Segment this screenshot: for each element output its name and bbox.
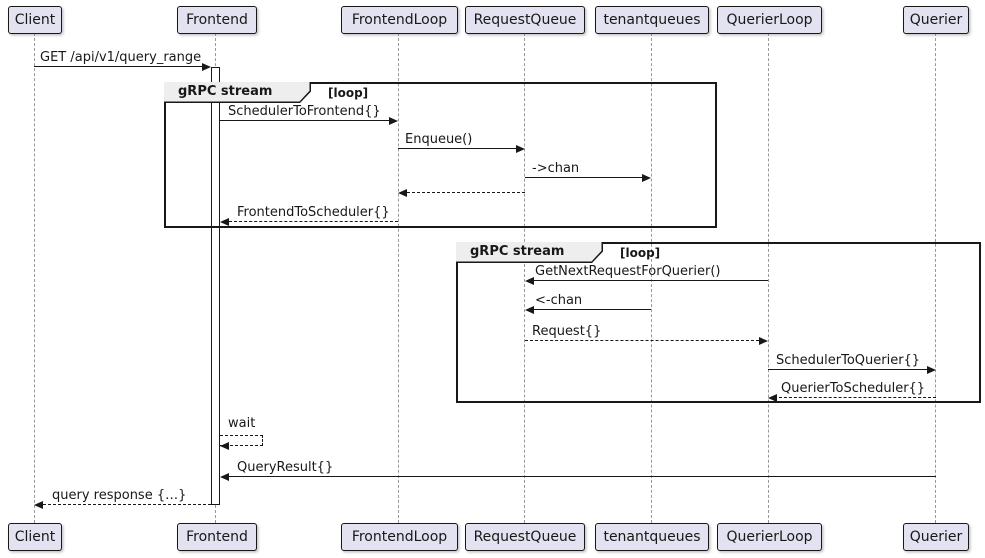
arrowhead-icon: [398, 189, 407, 197]
message-label: wait: [228, 416, 256, 431]
fragment-title: gRPC stream: [470, 244, 565, 260]
fragment-grpc-stream-frontend: gRPC stream [loop]: [164, 82, 717, 228]
fragment-title: gRPC stream: [178, 84, 273, 100]
activation-bar-frontend: [211, 67, 220, 505]
participant-client-bottom: Client: [8, 523, 62, 551]
fragment-header: gRPC stream: [164, 82, 311, 103]
arrowhead-icon: [525, 306, 534, 314]
arrowhead-icon: [927, 366, 936, 374]
arrowhead-icon: [516, 145, 525, 153]
arrowhead-icon: [220, 473, 229, 481]
arrowhead-icon: [220, 442, 229, 450]
participant-tenantqueues-top: tenantqueues: [595, 6, 709, 34]
message-label: GetNextRequestForQuerier(): [535, 264, 721, 279]
message-label: FrontendToScheduler{}: [237, 205, 390, 220]
arrowhead-icon: [759, 337, 768, 345]
arrowhead-icon: [202, 63, 211, 71]
participant-querierloop-top: QuerierLoop: [717, 6, 822, 34]
participant-frontend-bottom: Frontend: [177, 523, 257, 551]
fragment-grpc-stream-querier: gRPC stream [loop]: [456, 242, 981, 403]
arrowhead-icon: [525, 277, 534, 285]
message-label: ->chan: [532, 161, 580, 176]
participant-requestqueue-top: RequestQueue: [465, 6, 585, 34]
self-message-loop: [220, 435, 263, 446]
arrowhead-icon: [389, 117, 398, 125]
participant-tenantqueues-bottom: tenantqueues: [595, 523, 709, 551]
lifeline-frontendloop: [398, 33, 399, 523]
arrowhead-icon: [768, 394, 777, 402]
participant-querier-top: Querier: [903, 6, 969, 34]
participant-client-top: Client: [8, 6, 62, 34]
message-label: SchedulerToFrontend{}: [228, 104, 381, 119]
message-label: QuerierToScheduler{}: [781, 381, 926, 396]
participant-requestqueue-bottom: RequestQueue: [465, 523, 585, 551]
lifeline-requestqueue: [524, 33, 525, 523]
fragment-condition: [loop]: [328, 86, 369, 100]
message-label: Request{}: [532, 324, 602, 339]
participant-querierloop-bottom: QuerierLoop: [717, 523, 822, 551]
arrowhead-icon: [34, 501, 43, 509]
lifeline-client: [34, 33, 35, 523]
arrowhead-icon: [220, 218, 229, 226]
message-label: Enqueue(): [405, 132, 473, 147]
participant-frontendloop-bottom: FrontendLoop: [341, 523, 458, 551]
message-label: GET /api/v1/query_range: [40, 50, 202, 65]
lifeline-querierloop: [768, 33, 769, 523]
fragment-condition: [loop]: [620, 246, 661, 260]
lifeline-querier: [935, 33, 936, 523]
message-label: <-chan: [535, 293, 583, 308]
fragment-header: gRPC stream: [456, 242, 603, 263]
lifeline-tenantqueues: [651, 33, 652, 523]
participant-frontendloop-top: FrontendLoop: [341, 6, 458, 34]
participant-querier-bottom: Querier: [903, 523, 969, 551]
message-label: SchedulerToQuerier{}: [776, 353, 921, 368]
arrowhead-icon: [642, 174, 651, 182]
message-label: QueryResult{}: [237, 460, 334, 475]
message-label: query response {…}: [52, 488, 187, 503]
participant-frontend-top: Frontend: [177, 6, 257, 34]
